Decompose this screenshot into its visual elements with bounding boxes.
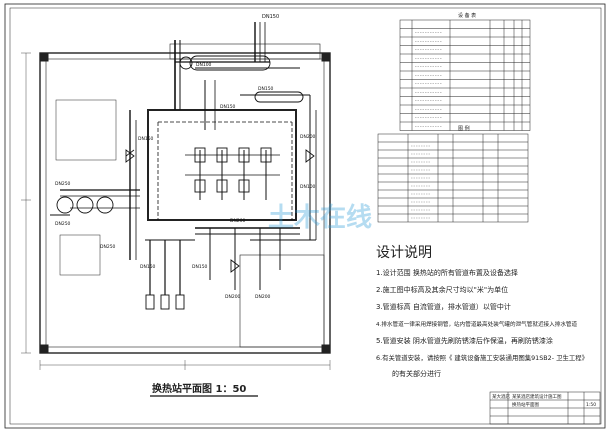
- title-block: [489, 391, 601, 425]
- design-note-4: 4.排水管道一律采用焊接钢管，站内管道最高处装气罐的泄气管就近接入排水管道: [376, 320, 578, 328]
- valve-symbol-left: [125, 149, 135, 163]
- watermark-text: 土木在线: [268, 203, 372, 233]
- pump-2-symbol: [76, 196, 94, 214]
- bottom-pump-2-symbol: [160, 294, 170, 310]
- design-note-2: 2.施工图中标高及其余尺寸均以"米"为单位: [376, 285, 508, 294]
- label-dn250-b: DN250: [55, 221, 71, 227]
- label-dn250-a: DN250: [55, 181, 71, 187]
- heat-exchanger-3-symbol: [238, 147, 250, 163]
- label-dn150-c: DN150: [220, 104, 236, 110]
- floor-plan: [21, 43, 331, 370]
- valve-symbol-right: [305, 149, 315, 163]
- title-block-drawing-name: 换热站平面图: [512, 401, 539, 408]
- pump-1-symbol: [56, 196, 74, 214]
- drawing-border: [4, 3, 606, 429]
- pipe-size-labels: DN150 DN100 DN150 DN150 DN200 DN100 DN15…: [55, 14, 316, 300]
- heat-exchanger-2-symbol: [216, 147, 228, 163]
- design-notes-heading: 设计说明: [376, 245, 432, 261]
- label-dn150-e: DN150: [140, 264, 156, 270]
- bottom-pump-3-symbol: [175, 294, 185, 310]
- label-dn150-b: DN150: [258, 86, 274, 92]
- design-note-1: 1.设计范围 换热站的所有管道布置及设备选择: [376, 268, 518, 277]
- valve-circle-symbol: [179, 56, 193, 70]
- heat-exchanger-1-symbol: [194, 147, 206, 163]
- label-dn150-top: DN150: [262, 14, 279, 20]
- pump-row-b-symbol: [216, 179, 228, 193]
- equipment-symbols: [56, 55, 315, 310]
- heat-exchanger-4-symbol: [260, 147, 272, 163]
- design-note-5: 5.管道安装 阴水管道先刷防锈漆后作保温，再刷防锈漆涂: [376, 336, 553, 345]
- design-note-3: 3.管道标高 自流管道，排水管道）以管中计: [376, 302, 511, 311]
- design-note-6: 6.有关管道安装，请按照《 建筑设备施工安装通用图集91SB2- 卫生工程》: [376, 353, 588, 362]
- label-dn100-a: DN100: [196, 62, 212, 68]
- title-block-scale: 1:50: [586, 402, 596, 408]
- pump-3-symbol: [96, 196, 114, 214]
- label-dn200-d: DN200: [255, 294, 271, 300]
- design-notes: 设计说明 1.设计范围 换热站的所有管道布置及设备选择 2.施工图中标高及其余尺…: [376, 245, 588, 378]
- water-tank-symbol: [254, 91, 304, 103]
- equipment-table: 设 备 表: [399, 12, 531, 131]
- equipment-table-frame: [399, 19, 531, 131]
- expansion-tank-symbol: [189, 55, 271, 71]
- label-dn250-c: DN250: [100, 244, 116, 250]
- title-block-client: 某大酒店: [492, 393, 510, 400]
- label-dn200-b: DN200: [230, 218, 246, 224]
- title-block-project: 某某酒店建筑设计施工图: [512, 393, 562, 400]
- label-dn200-a: DN200: [300, 134, 316, 140]
- label-dn150-d: DN150: [138, 136, 154, 142]
- label-dn100-b: DN100: [300, 184, 316, 190]
- legend-table: 图 例: [377, 125, 529, 223]
- label-dn150-f: DN150: [192, 264, 208, 270]
- label-dn200-c: DN200: [225, 294, 241, 300]
- legend-table-title: 图 例: [458, 125, 470, 132]
- drawing-inner-border: [9, 7, 602, 425]
- pump-row-c-symbol: [238, 179, 250, 193]
- pump-row-a-symbol: [194, 179, 206, 193]
- plan-title: 换热站平面图 1：50: [152, 382, 246, 395]
- design-note-7: 的有关部分进行: [392, 369, 441, 378]
- bottom-pump-1-symbol: [145, 294, 155, 310]
- pipe-network: [50, 22, 317, 295]
- equipment-table-title: 设 备 表: [458, 12, 476, 19]
- valve-symbol-bottom: [230, 259, 240, 273]
